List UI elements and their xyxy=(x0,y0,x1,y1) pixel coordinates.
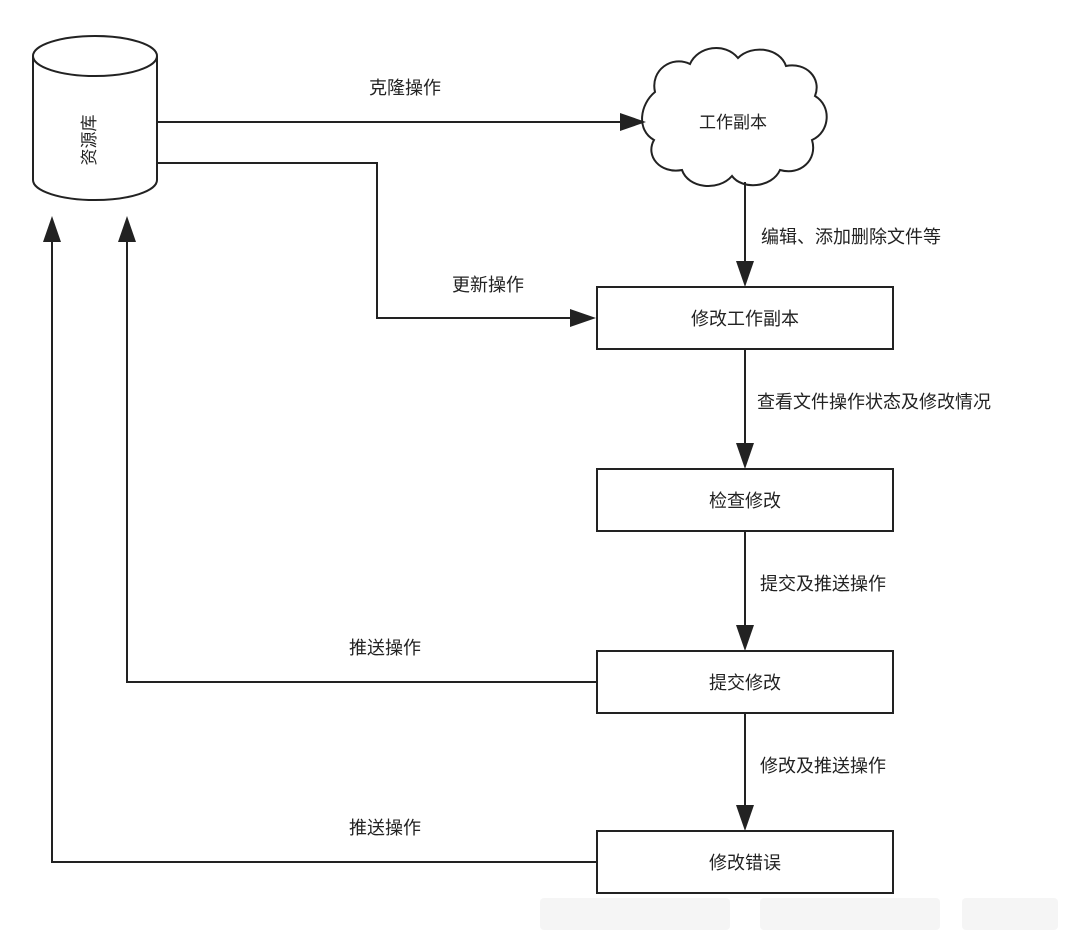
view-status-label: 查看文件操作状态及修改情况 xyxy=(757,392,991,413)
modify-working-copy-label: 修改工作副本 xyxy=(691,309,799,330)
commit-push-edge: 提交及推送操作 xyxy=(736,531,886,651)
commit-changes-label: 提交修改 xyxy=(709,673,781,694)
view-status-edge: 查看文件操作状态及修改情况 xyxy=(736,349,991,469)
update-label: 更新操作 xyxy=(452,275,524,296)
clone-edge: 克隆操作 xyxy=(157,78,646,131)
edit-edge: 编辑、添加删除文件等 xyxy=(736,182,941,287)
edit-label: 编辑、添加删除文件等 xyxy=(761,227,941,248)
push-from-commit-label: 推送操作 xyxy=(349,638,421,659)
fix-errors-label: 修改错误 xyxy=(709,853,781,874)
working-copy-cloud: 工作副本 xyxy=(641,46,828,188)
push-from-fix-label: 推送操作 xyxy=(349,818,421,839)
repository-label: 资源库 xyxy=(80,115,100,166)
commit-changes-box: 提交修改 xyxy=(596,650,894,714)
watermark-smudge xyxy=(962,898,1058,930)
push-from-fix-edge: 推送操作 xyxy=(43,216,597,863)
check-changes-box: 检查修改 xyxy=(596,468,894,532)
fix-push-label: 修改及推送操作 xyxy=(760,756,886,777)
update-edge: 更新操作 xyxy=(157,162,596,327)
push-from-commit-edge: 推送操作 xyxy=(118,216,597,683)
commit-push-label: 提交及推送操作 xyxy=(760,574,886,595)
watermark-smudge xyxy=(540,898,730,930)
watermark-smudge xyxy=(760,898,940,930)
clone-label: 克隆操作 xyxy=(369,78,441,99)
repository-cylinder: 资源库 xyxy=(32,35,158,201)
fix-push-edge: 修改及推送操作 xyxy=(736,713,886,831)
modify-working-copy-box: 修改工作副本 xyxy=(596,286,894,350)
check-changes-label: 检查修改 xyxy=(709,491,781,512)
working-copy-label: 工作副本 xyxy=(699,113,767,133)
fix-errors-box: 修改错误 xyxy=(596,830,894,894)
